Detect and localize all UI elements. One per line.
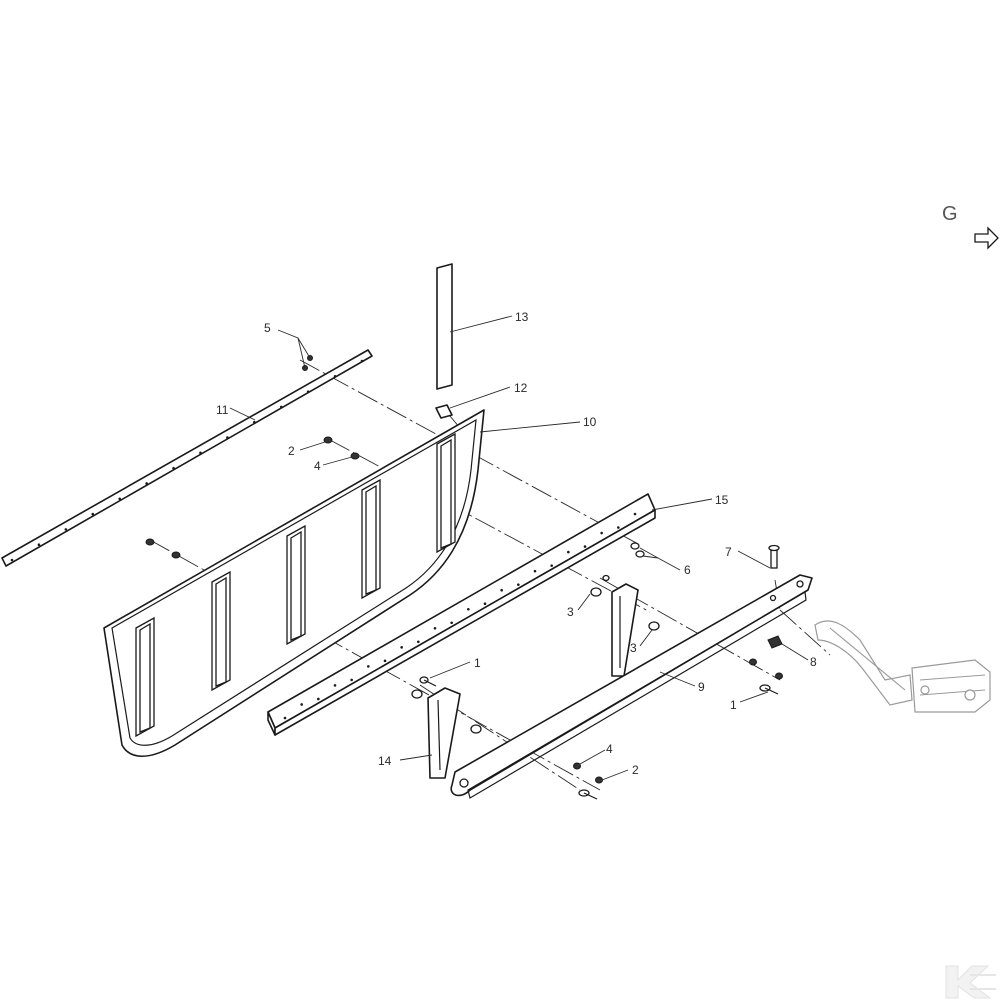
callout-5: 5 — [264, 321, 271, 335]
callout-11: 13 — [515, 310, 529, 324]
part-2-nut-top — [323, 436, 333, 444]
beam-hole — [600, 531, 603, 535]
nut-left-b — [171, 551, 181, 559]
view-arrow-icon — [974, 226, 999, 250]
callout-3-lower: 3 — [630, 641, 637, 655]
view-indicator: G — [942, 203, 999, 250]
strip-hole — [226, 436, 229, 439]
part-9-wear-strip — [1, 349, 373, 567]
strip-hole — [199, 451, 202, 455]
callout-2-bottom: 2 — [632, 763, 639, 777]
part-6-bolt-b — [635, 550, 645, 558]
beam-hole — [500, 588, 503, 592]
part-6-bolt-a — [630, 542, 640, 550]
nut-left-a — [145, 538, 155, 546]
beam-hole — [533, 569, 537, 573]
beam-hole — [417, 640, 420, 644]
strip-hole — [91, 512, 95, 516]
part-14-bracket-left — [427, 687, 461, 779]
beam-hole — [433, 626, 437, 630]
beam-hole — [550, 564, 553, 567]
callout-13: 9 — [698, 680, 705, 694]
part-2-nut-bottom — [595, 776, 603, 784]
beam-hole — [567, 550, 570, 554]
part-bracket-right — [611, 583, 639, 677]
strip-hole — [253, 420, 256, 424]
callout-9: 11 — [216, 403, 229, 417]
beam-hole — [467, 607, 470, 611]
beam-hole — [383, 659, 387, 663]
part-3-washer-a — [590, 587, 602, 597]
beam-hole — [517, 583, 520, 586]
callout-12: 8 — [810, 655, 817, 669]
strip-hole — [306, 390, 310, 393]
strip-hole — [37, 543, 41, 546]
strip-hole — [172, 466, 175, 470]
beam-hole — [300, 703, 303, 706]
part-4-washer-top — [350, 452, 360, 460]
callout-4-top: 4 — [314, 459, 321, 473]
callout-14: 14 — [378, 754, 392, 768]
beam-hole — [483, 602, 487, 606]
panel-slot-inner — [440, 438, 452, 549]
callout-6: 6 — [684, 563, 691, 577]
beam-hole — [333, 684, 337, 687]
panel-slot-inner — [365, 484, 377, 595]
brand-k-logo-icon — [945, 965, 996, 999]
beam-hole — [583, 545, 587, 548]
callout-3-upper: 3 — [567, 605, 574, 619]
panel-slot-inner — [290, 530, 302, 641]
beam-hole — [617, 526, 620, 529]
beam-hole — [367, 665, 370, 668]
washer-left-b — [470, 724, 482, 734]
part-8-side-panel — [103, 409, 485, 757]
part-10-plate — [435, 404, 453, 419]
leader-lines — [229, 315, 809, 781]
strip-hole — [360, 359, 364, 363]
strip-hole — [145, 482, 148, 485]
strip-hole — [279, 405, 283, 409]
beam-hole — [317, 697, 320, 701]
beam-hole — [283, 716, 287, 720]
strip-hole — [118, 497, 121, 501]
part-11-vertical-bar — [436, 263, 453, 390]
part-4-washer-bottom — [573, 762, 581, 770]
beam-hole — [450, 621, 453, 625]
callout-labels: 5 13 12 10 11 2 4 15 6 7 3 3 8 9 1 1 14 … — [216, 310, 817, 777]
washer-left-a — [411, 689, 423, 699]
callout-1-right: 1 — [730, 698, 737, 712]
callout-7: 7 — [725, 545, 732, 559]
callout-1-left: 1 — [474, 656, 481, 670]
bolt-upper-right — [602, 574, 610, 582]
part-3-washer-b — [648, 621, 660, 631]
panel-slot-inner — [139, 622, 151, 733]
part-12-clip — [767, 635, 783, 649]
callout-8: 10 — [583, 415, 597, 429]
strip-hole — [10, 558, 14, 562]
view-letter: G — [942, 203, 958, 225]
panel-slot-inner — [215, 576, 227, 687]
beam-hole — [350, 678, 353, 682]
strip-hole — [64, 528, 68, 531]
strip-hole — [333, 375, 337, 378]
nut-lower-right-b — [775, 672, 783, 680]
part-13-long-arm — [450, 574, 813, 799]
part-7-pin-head — [768, 544, 780, 552]
callout-15: 15 — [715, 493, 729, 507]
part-15-long-beam — [267, 493, 656, 736]
beam-hole — [633, 512, 637, 516]
callout-2-top: 2 — [288, 444, 295, 458]
ghost-linkage-context — [814, 620, 991, 713]
nut-lower-right-a — [749, 658, 757, 666]
callout-10: 12 — [514, 381, 528, 395]
callout-4-bottom: 4 — [606, 742, 613, 756]
beam-hole — [400, 646, 403, 649]
